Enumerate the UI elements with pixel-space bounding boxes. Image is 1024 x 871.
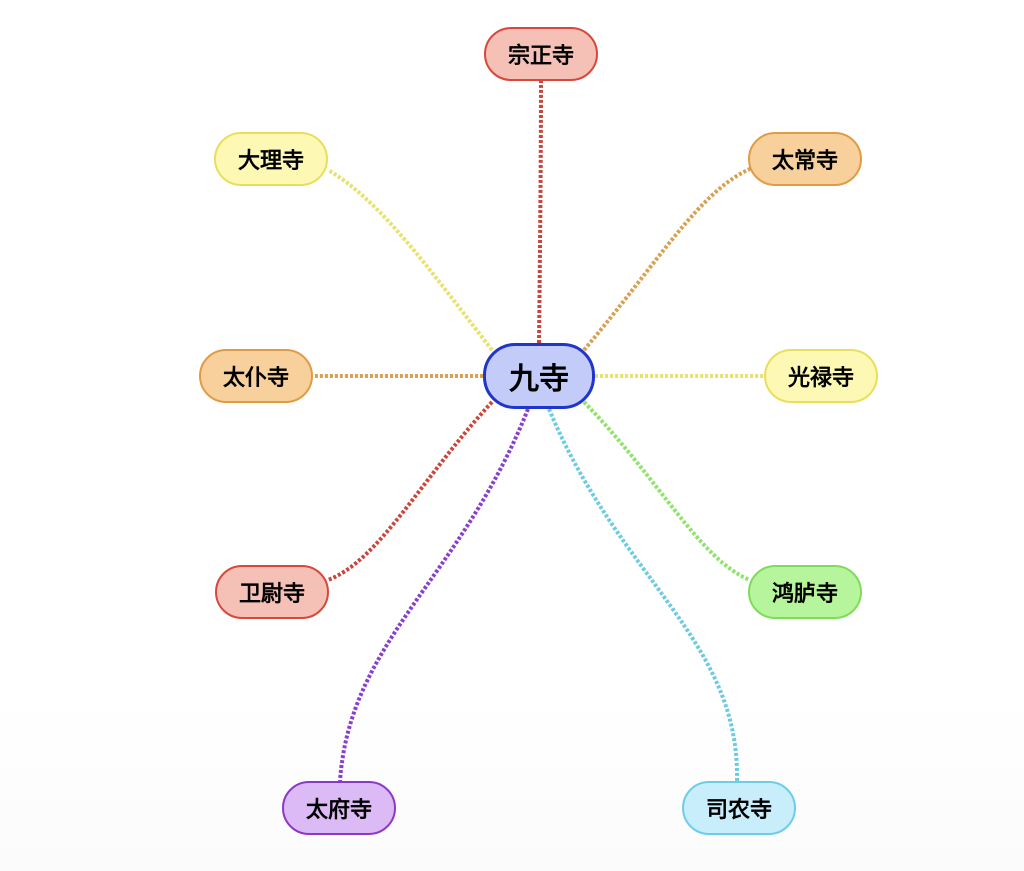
branch-node-taipu[interactable]: 太仆寺 (199, 349, 313, 403)
branch-node-taichang[interactable]: 太常寺 (748, 132, 862, 186)
connector-dali (326, 168, 494, 352)
branch-node-dali[interactable]: 大理寺 (214, 132, 328, 186)
branch-node-label: 大理寺 (237, 149, 304, 174)
connector-honglu (582, 400, 751, 582)
branch-node-label: 太府寺 (305, 798, 372, 823)
branch-node-label: 鸿胪寺 (771, 582, 838, 607)
branch-node-weiwei[interactable]: 卫尉寺 (215, 565, 329, 619)
center-node-label: 九寺 (509, 362, 569, 397)
connector-taifu (338, 408, 530, 782)
branch-node-zongzheng[interactable]: 宗正寺 (484, 27, 598, 81)
branch-node-taifu[interactable]: 太府寺 (282, 781, 396, 835)
branch-node-label: 太仆寺 (222, 366, 289, 391)
branch-node-guanglu[interactable]: 光禄寺 (764, 349, 878, 403)
branch-node-label: 卫尉寺 (238, 582, 305, 607)
connector-sinong (547, 408, 740, 782)
branch-node-sinong[interactable]: 司农寺 (682, 781, 796, 835)
connector-taichang (582, 166, 753, 352)
connector-zongzheng (537, 80, 543, 344)
connector-weiwei (327, 400, 494, 582)
branch-node-label: 太常寺 (771, 149, 838, 174)
center-node-jiusi[interactable]: 九寺 (483, 343, 595, 409)
branch-node-honglu[interactable]: 鸿胪寺 (748, 565, 862, 619)
branch-node-label: 宗正寺 (507, 44, 574, 69)
branch-node-label: 光禄寺 (787, 366, 854, 391)
branch-node-label: 司农寺 (705, 798, 772, 823)
